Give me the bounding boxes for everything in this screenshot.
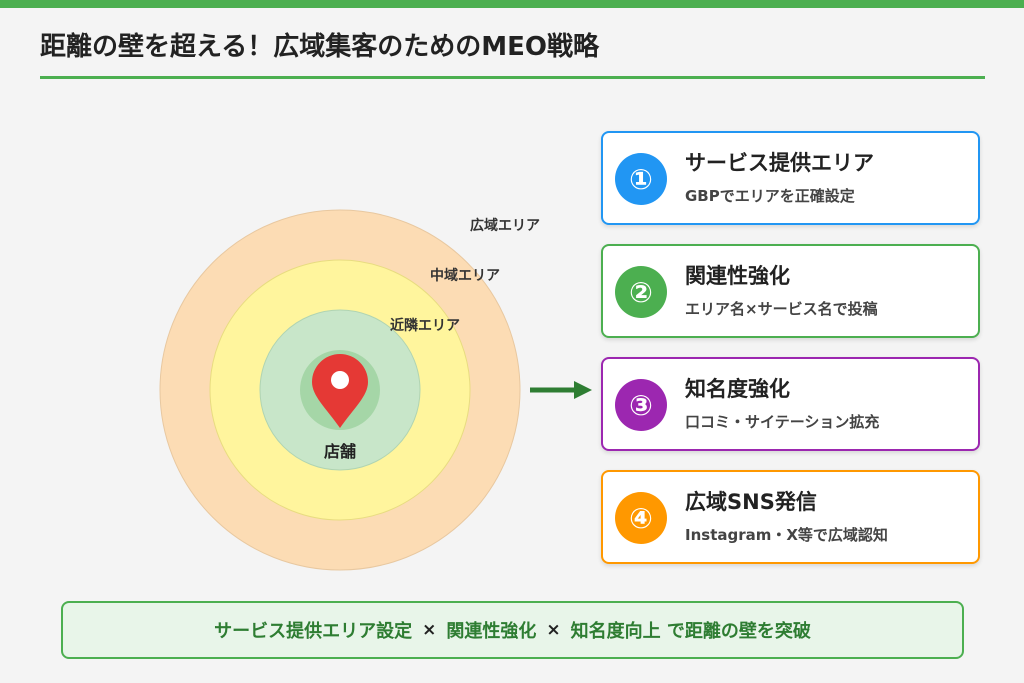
number-badge: ① xyxy=(615,153,667,205)
strategy-title: サービス提供エリア xyxy=(685,151,874,175)
summary-part-1: サービス提供エリア設定 xyxy=(214,621,413,642)
strategy-title: 関連性強化 xyxy=(685,264,790,288)
wide-area-label: 広域エリア xyxy=(470,218,540,234)
title-underline xyxy=(40,76,985,79)
strategy-title: 知名度強化 xyxy=(685,377,790,401)
strategy-card-prominence: ③ 知名度強化 口コミ・サイテーション拡充 xyxy=(601,357,980,451)
page-title: 距離の壁を超える！広域集客のためのMEO戦略 xyxy=(40,32,599,62)
mid-area-label: 中域エリア xyxy=(430,268,500,284)
near-area-label: 近隣エリア xyxy=(390,318,460,334)
store-label: 店舗 xyxy=(323,442,357,461)
strategy-description: エリア名×サービス名で投稿 xyxy=(685,300,878,318)
number-badge: ③ xyxy=(615,379,667,431)
strategy-card-relevance: ② 関連性強化 エリア名×サービス名で投稿 xyxy=(601,244,980,338)
strategy-card-service-area: ① サービス提供エリア GBPでエリアを正確設定 xyxy=(601,131,980,225)
arrow-icon xyxy=(530,381,592,399)
strategy-card-sns: ④ 広域SNS発信 Instagram・X等で広域認知 xyxy=(601,470,980,564)
summary-banner: サービス提供エリア設定 × 関連性強化 × 知名度向上 で距離の壁を突破 xyxy=(61,601,964,659)
summary-separator: × xyxy=(546,620,561,640)
number-badge: ④ xyxy=(615,492,667,544)
summary-part-3: 知名度向上 で距離の壁を突破 xyxy=(570,621,811,642)
strategy-title: 広域SNS発信 xyxy=(685,490,817,514)
number-badge: ② xyxy=(615,266,667,318)
summary-separator: × xyxy=(422,620,437,640)
strategy-description: 口コミ・サイテーション拡充 xyxy=(685,413,880,431)
map-pin-icon xyxy=(312,354,368,428)
strategy-description: GBPでエリアを正確設定 xyxy=(685,187,855,205)
strategy-description: Instagram・X等で広域認知 xyxy=(685,526,888,544)
summary-part-2: 関連性強化 xyxy=(446,621,537,642)
top-accent-bar xyxy=(0,0,1024,8)
